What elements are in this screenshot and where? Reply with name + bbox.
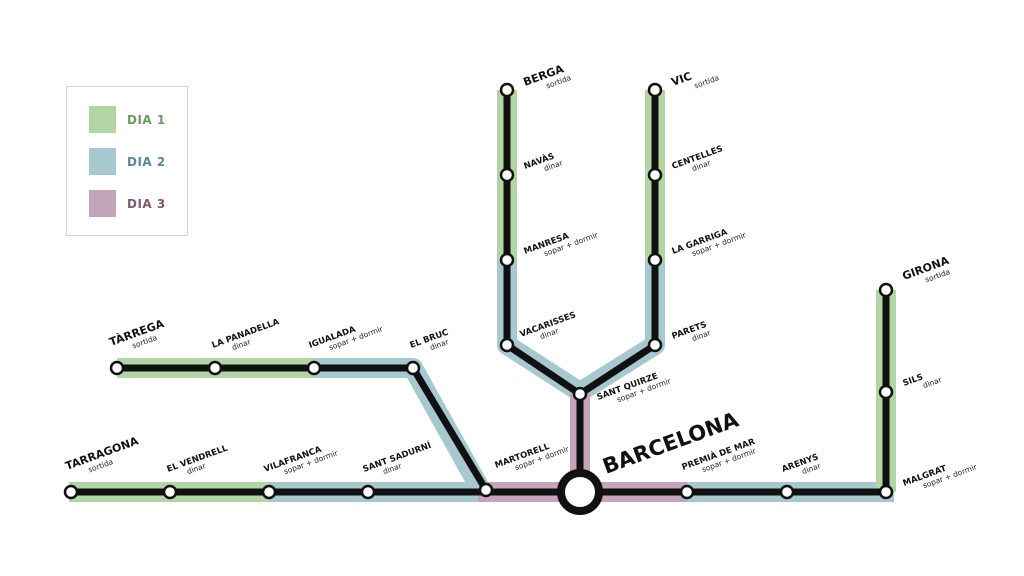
station-marker-parets (647, 337, 663, 353)
station-marker-malgrat (878, 484, 894, 500)
track-vic (578, 90, 659, 397)
station-marker-el-bruc (405, 360, 421, 376)
station-marker-la-panadella (207, 360, 223, 376)
station-marker-arenys (779, 484, 795, 500)
station-marker-vic (647, 82, 663, 98)
station-marker-berga (499, 82, 515, 98)
legend-swatch-dia-2 (89, 148, 116, 175)
station-marker-girona (878, 282, 894, 298)
day-bands (69, 90, 896, 502)
station-note: dinar (922, 375, 944, 390)
station-marker-igualada (306, 360, 322, 376)
legend-item-dia-2: DIA 2 (89, 148, 166, 175)
station-marker-tarrega (109, 360, 125, 376)
track-lines (71, 90, 890, 496)
station-marker-sant-quirze (572, 386, 588, 402)
station-marker-premia-de-mar (679, 484, 695, 500)
legend-item-dia-1: DIA 1 (89, 106, 166, 133)
station-marker-sils (878, 384, 894, 400)
station-markers (63, 82, 894, 515)
legend-swatch-dia-3 (89, 190, 116, 217)
legend-label-dia-2: DIA 2 (127, 154, 166, 169)
legend-item-dia-3: DIA 3 (89, 190, 166, 217)
hub-marker-barcelona (557, 469, 603, 515)
station-name: SILS (902, 372, 925, 389)
station-marker-el-vendrell (162, 484, 178, 500)
band-dia2-anoia (314, 358, 490, 495)
hub-label: BARCELONA (600, 407, 743, 479)
station-marker-vacarisses (499, 337, 515, 353)
station-marker-la-garriga (647, 252, 663, 268)
legend-label-dia-3: DIA 3 (127, 196, 166, 211)
station-marker-navas (499, 167, 515, 183)
station-note: sortida (693, 73, 720, 90)
station-marker-vilafranca (261, 484, 277, 500)
legend-swatch-dia-1 (89, 106, 116, 133)
legend: DIA 1 DIA 2 DIA 3 (66, 86, 188, 236)
station-name: VIC (670, 70, 694, 89)
station-marker-centelles (647, 167, 663, 183)
station-marker-sant-sadurni (360, 484, 376, 500)
station-marker-tarragona (63, 484, 79, 500)
legend-label-dia-1: DIA 1 (127, 112, 166, 127)
station-marker-manresa (499, 252, 515, 268)
station-marker-martorell (478, 482, 494, 498)
